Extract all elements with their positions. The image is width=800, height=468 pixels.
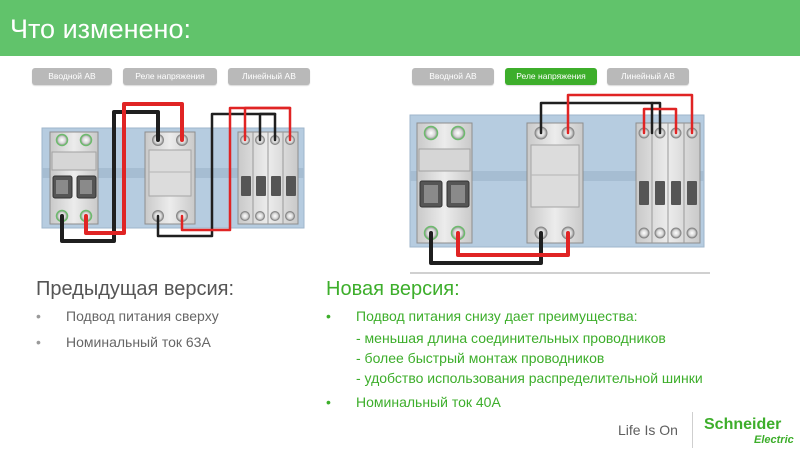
voltage-relay [526,122,584,244]
list-item: Номинальный ток 40А [326,394,703,410]
input-breaker [416,122,473,244]
sub-item: - меньшая длина соединительных проводник… [356,330,666,346]
line-breakers [635,122,701,244]
previous-version-title: Предыдущая версия: [36,278,235,300]
schneider-logo: Schneider Electric [704,416,796,450]
wire-red-line-bus-1 [243,106,292,142]
logo-brand-main: Schneider [704,416,782,433]
sub-item: - удобство использования распределительн… [356,370,703,386]
tab-voltage-relay-right[interactable]: Реле напряжения [505,68,597,85]
wire-red-input-to-relay [456,231,570,257]
wire-black-input-to-relay [429,231,543,265]
header-bar: Что изменено: [0,0,800,56]
list-item: Подвод питания снизу дает преимущества: … [326,308,703,388]
new-version-bullets: Подвод питания снизу дает преимущества: … [326,308,703,416]
wire-red-line-bus-1 [642,107,678,135]
wire-black-line-bus-2 [258,112,277,142]
list-item: Подвод питания сверху [36,308,219,324]
wire-red-relay-to-line [180,106,292,232]
wire-black-relay-to-line [156,112,277,238]
wire-black-relay-to-line [539,101,662,135]
sub-item: - более быстрый монтаж проводников [356,350,605,366]
tab-input-breaker-left[interactable]: Вводной АВ [32,68,112,85]
previous-version-diagram [41,102,305,243]
tab-input-breaker-right[interactable]: Вводной АВ [412,68,494,85]
page-title: Что изменено: [10,14,191,44]
wire-red-input-to-relay [84,102,184,235]
input-breaker [49,131,99,225]
footer-divider [692,412,693,448]
wire-black-input-to-relay [60,110,160,243]
previous-version-bullets: Подвод питания сверху Номинальный ток 63… [36,308,219,356]
tab-voltage-relay-left[interactable]: Реле напряжения [123,68,217,85]
tab-line-breaker-left[interactable]: Линейный АВ [228,68,310,85]
new-version-diagram [409,93,710,274]
list-item: Номинальный ток 63А [36,334,219,350]
voltage-relay [144,131,196,225]
logo-brand-sub: Electric [754,434,794,446]
wire-red-relay-to-line [566,93,694,135]
footer-slogan: Life Is On [618,422,678,438]
new-version-title: Новая версия: [326,278,460,300]
advantages-sublist: - меньшая длина соединительных проводник… [356,328,703,388]
advantages-lead: Подвод питания снизу дает преимущества: [356,308,638,324]
tab-line-breaker-right[interactable]: Линейный АВ [607,68,689,85]
line-breakers [237,131,299,225]
